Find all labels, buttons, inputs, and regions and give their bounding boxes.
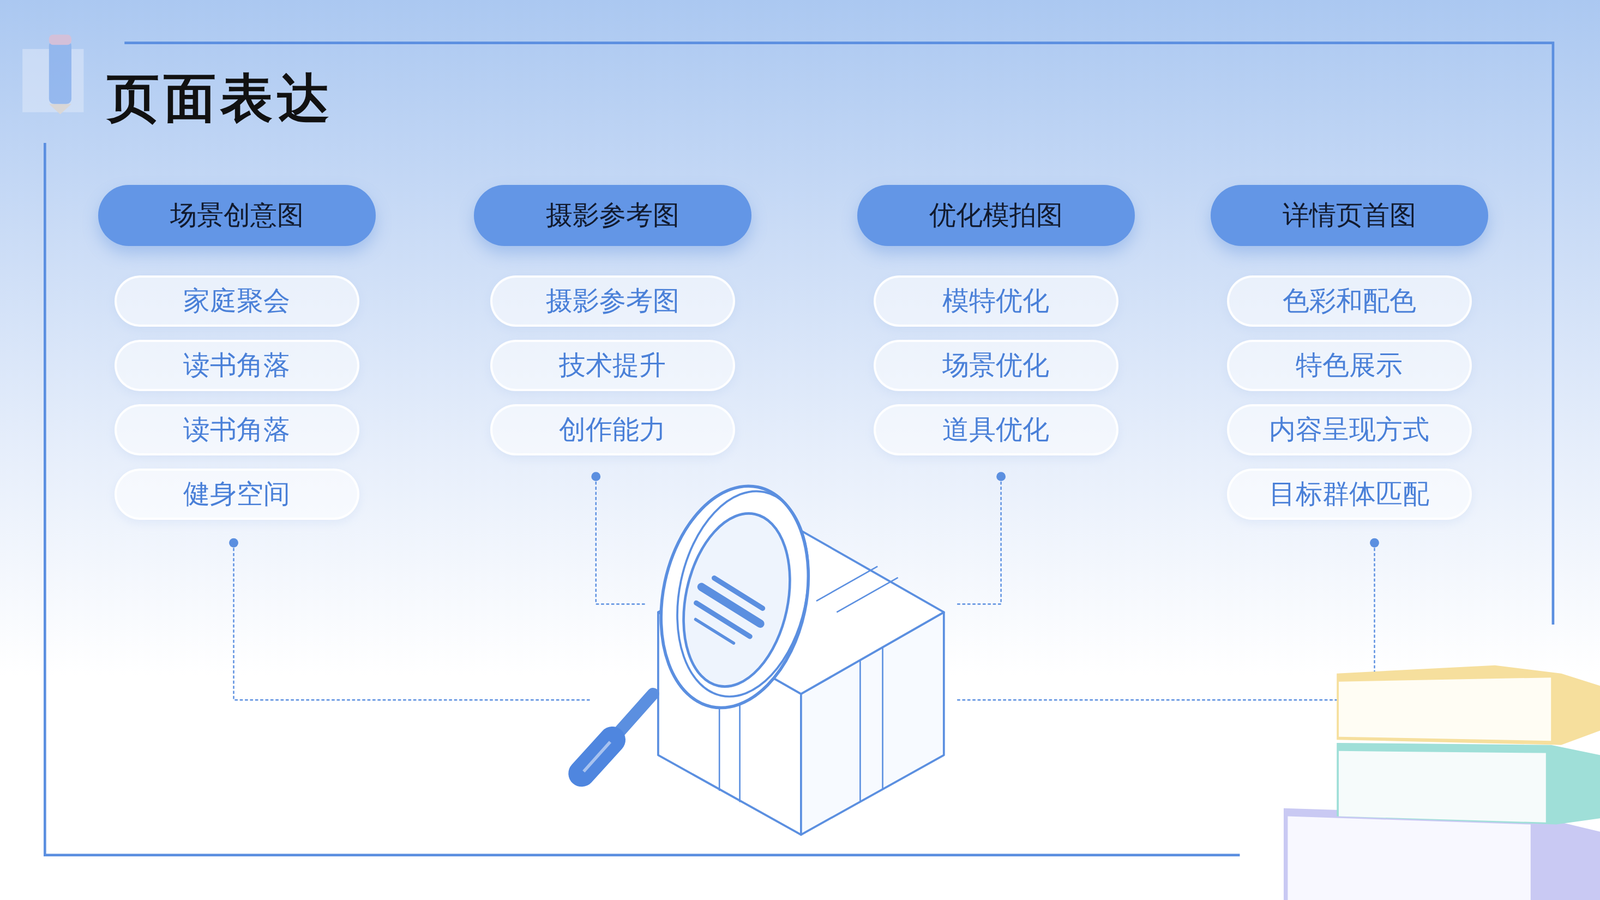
item-pill: 读书角落 (114, 339, 360, 392)
item-pill: 内容呈现方式 (1226, 404, 1472, 456)
item-label: 场景优化 (942, 350, 1050, 381)
item-pill: 创作能力 (490, 404, 736, 456)
item-label: 色彩和配色 (1282, 286, 1417, 316)
item-label: 家庭聚会 (183, 286, 291, 316)
category-label: 优化模拍图 (929, 200, 1063, 231)
item-pill: 读书角落 (114, 404, 360, 456)
category-label: 详情页首图 (1282, 200, 1417, 231)
item-pill: 模特优化 (873, 275, 1119, 327)
category-pill: 场景创意图 (98, 184, 376, 246)
item-label: 读书角落 (183, 414, 291, 445)
item-label: 技术提升 (558, 350, 666, 381)
books-illustration (1283, 665, 1600, 900)
category-pill: 摄影参考图 (473, 184, 752, 246)
item-label: 摄影参考图 (545, 286, 680, 316)
item-pill: 家庭聚会 (114, 275, 360, 327)
category-pill: 优化模拍图 (857, 184, 1135, 246)
page-title: 页面表达 (106, 69, 334, 128)
item-pill: 摄影参考图 (490, 275, 736, 327)
magnifier-illustration (581, 472, 829, 774)
item-label: 道具优化 (942, 414, 1050, 445)
item-label: 健身空间 (183, 479, 291, 509)
item-label: 创作能力 (558, 414, 666, 445)
frame (44, 43, 1554, 856)
item-pill: 健身空间 (114, 468, 360, 520)
item-label: 特色展示 (1295, 350, 1403, 381)
category-pill: 详情页首图 (1210, 184, 1489, 246)
item-label: 模特优化 (942, 286, 1050, 316)
item-label: 读书角落 (183, 350, 291, 381)
item-pill: 特色展示 (1226, 339, 1472, 392)
pencil-icon (22, 34, 84, 115)
item-label: 目标群体匹配 (1268, 479, 1430, 509)
item-pill: 场景优化 (873, 339, 1119, 392)
item-pill: 色彩和配色 (1226, 275, 1472, 327)
category-label: 场景创意图 (170, 200, 304, 231)
category-label: 摄影参考图 (545, 200, 680, 231)
item-label: 内容呈现方式 (1268, 414, 1430, 445)
item-pill: 道具优化 (873, 404, 1119, 456)
item-pill: 目标群体匹配 (1226, 468, 1472, 520)
item-pill: 技术提升 (490, 339, 736, 392)
